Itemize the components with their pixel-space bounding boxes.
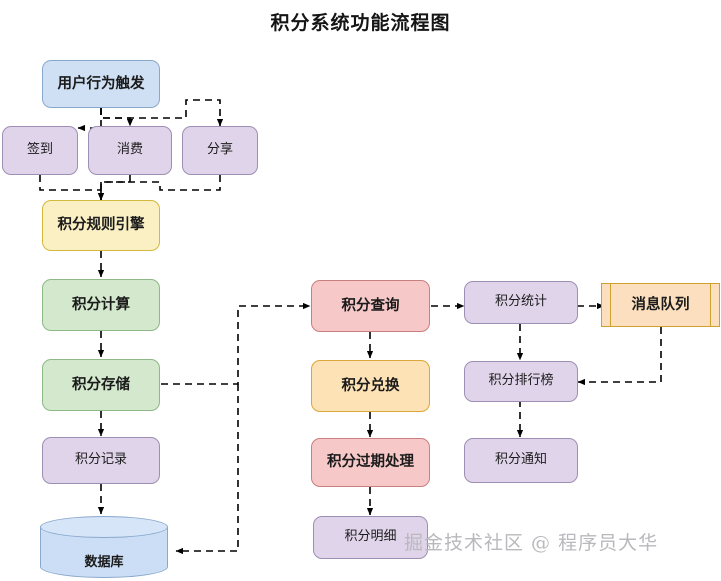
node-database[interactable]: 数据库	[40, 516, 168, 578]
node-notify[interactable]: 积分通知	[464, 438, 578, 483]
edge-store-database	[175, 384, 239, 555]
node-ranking[interactable]: 积分排行榜	[464, 361, 578, 402]
edge-consume-ruleengine	[97, 175, 131, 201]
node-message-queue[interactable]: 消息队列	[601, 283, 720, 327]
node-calc[interactable]: 积分计算	[42, 279, 160, 331]
edge-checkin-ruleengine	[39, 175, 105, 201]
node-consume[interactable]: 消费	[88, 126, 172, 175]
node-store[interactable]: 积分存储	[42, 359, 160, 411]
node-expire[interactable]: 积分过期处理	[311, 438, 430, 487]
node-checkin[interactable]: 签到	[2, 126, 78, 175]
node-query[interactable]: 积分查询	[311, 280, 430, 332]
node-detail[interactable]: 积分明细	[313, 516, 428, 559]
edge-store-query	[161, 302, 311, 385]
watermark: 掘金技术社区 @ 程序员大华	[404, 532, 659, 554]
database-cylinder-top	[40, 516, 168, 538]
edge-trigger-checkin	[77, 108, 102, 132]
node-rule-engine[interactable]: 积分规则引擎	[42, 200, 160, 251]
edge-share-ruleengine	[97, 175, 221, 201]
node-share[interactable]: 分享	[182, 126, 258, 175]
node-stats[interactable]: 积分统计	[464, 281, 578, 324]
edge-mq-ranking	[577, 327, 662, 386]
edge-trigger-consume	[100, 108, 134, 127]
node-trigger[interactable]: 用户行为触发	[42, 60, 160, 108]
node-exchange[interactable]: 积分兑换	[311, 360, 430, 412]
page-title: 积分系统功能流程图	[270, 12, 451, 34]
node-record[interactable]: 积分记录	[42, 437, 160, 484]
node-database-label: 数据库	[84, 555, 124, 570]
